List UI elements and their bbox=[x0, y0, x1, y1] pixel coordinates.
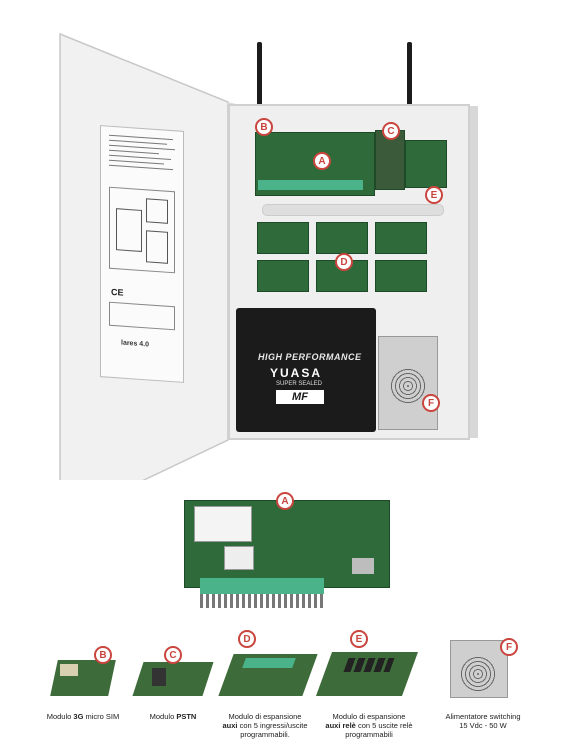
marker-product-e: E bbox=[350, 630, 368, 648]
psu-vent-grid bbox=[389, 367, 427, 405]
terminal-pins bbox=[200, 594, 324, 608]
marker-d: D bbox=[335, 253, 353, 271]
marker-f: F bbox=[422, 394, 440, 412]
caption-power-supply: Alimentatore switching 15 Vdc - 50 W bbox=[445, 712, 521, 730]
battery-brand: YUASA bbox=[270, 366, 323, 380]
battery-logo: MF bbox=[276, 390, 324, 404]
marker-product-d: D bbox=[238, 630, 256, 648]
cable-slot bbox=[262, 204, 444, 216]
main-board-detail: A bbox=[176, 492, 394, 614]
battery: HIGH PERFORMANCE YUASA SUPER SEALED MF bbox=[236, 308, 376, 432]
expansion-module bbox=[375, 260, 427, 292]
battery-subtitle: SUPER SEALED bbox=[276, 381, 323, 387]
marker-detail-a: A bbox=[276, 492, 294, 510]
caption-pstn-module: Modulo PSTN bbox=[149, 712, 197, 721]
product-relay-module: E bbox=[315, 630, 419, 702]
caption-relay-module: Modulo di espansione auxi relè con 5 usc… bbox=[325, 712, 413, 739]
power-supply bbox=[378, 336, 438, 430]
pstn-module bbox=[375, 130, 405, 190]
caption-3g-module: Modulo 3G micro SIM bbox=[46, 712, 120, 721]
product-power-supply: F bbox=[444, 634, 520, 702]
cabinet-right-edge bbox=[470, 106, 478, 438]
sim-module bbox=[194, 506, 252, 542]
marker-a: A bbox=[313, 152, 331, 170]
battery-tagline: HIGH PERFORMANCE bbox=[258, 352, 362, 362]
marker-c: C bbox=[382, 122, 400, 140]
main-board-terminals bbox=[258, 180, 363, 190]
rating-box bbox=[109, 301, 175, 331]
marker-product-f: F bbox=[500, 638, 518, 656]
enclosure-illustration: CE lares 4.0 HIGH PERFORMANCE YUASA SUPE… bbox=[59, 32, 478, 480]
antenna-left bbox=[257, 42, 262, 120]
door-brand-label: lares 4.0 bbox=[121, 339, 150, 349]
marker-b: B bbox=[255, 118, 273, 136]
door-instruction-sheet: CE lares 4.0 bbox=[100, 125, 184, 383]
product-3g-module: B bbox=[48, 646, 118, 702]
marker-e: E bbox=[425, 186, 443, 204]
terminal-row bbox=[200, 578, 324, 594]
chip-label bbox=[224, 546, 254, 570]
expansion-module bbox=[375, 222, 427, 254]
expansion-module bbox=[316, 222, 368, 254]
rj45-port bbox=[352, 558, 374, 574]
ce-mark: CE bbox=[111, 286, 124, 298]
antenna-right bbox=[407, 42, 412, 120]
expansion-module bbox=[257, 260, 309, 292]
battery-logo-text: MF bbox=[292, 391, 308, 403]
marker-product-c: C bbox=[164, 646, 182, 664]
product-pstn-module: C bbox=[132, 646, 214, 702]
relay-module bbox=[405, 140, 447, 188]
product-expansion-module: D bbox=[218, 630, 318, 702]
marker-product-b: B bbox=[94, 646, 112, 664]
wiring-diagram bbox=[109, 186, 175, 274]
caption-expansion-module: Modulo di espansione auxi con 5 ingressi… bbox=[222, 712, 308, 739]
expansion-module bbox=[257, 222, 309, 254]
